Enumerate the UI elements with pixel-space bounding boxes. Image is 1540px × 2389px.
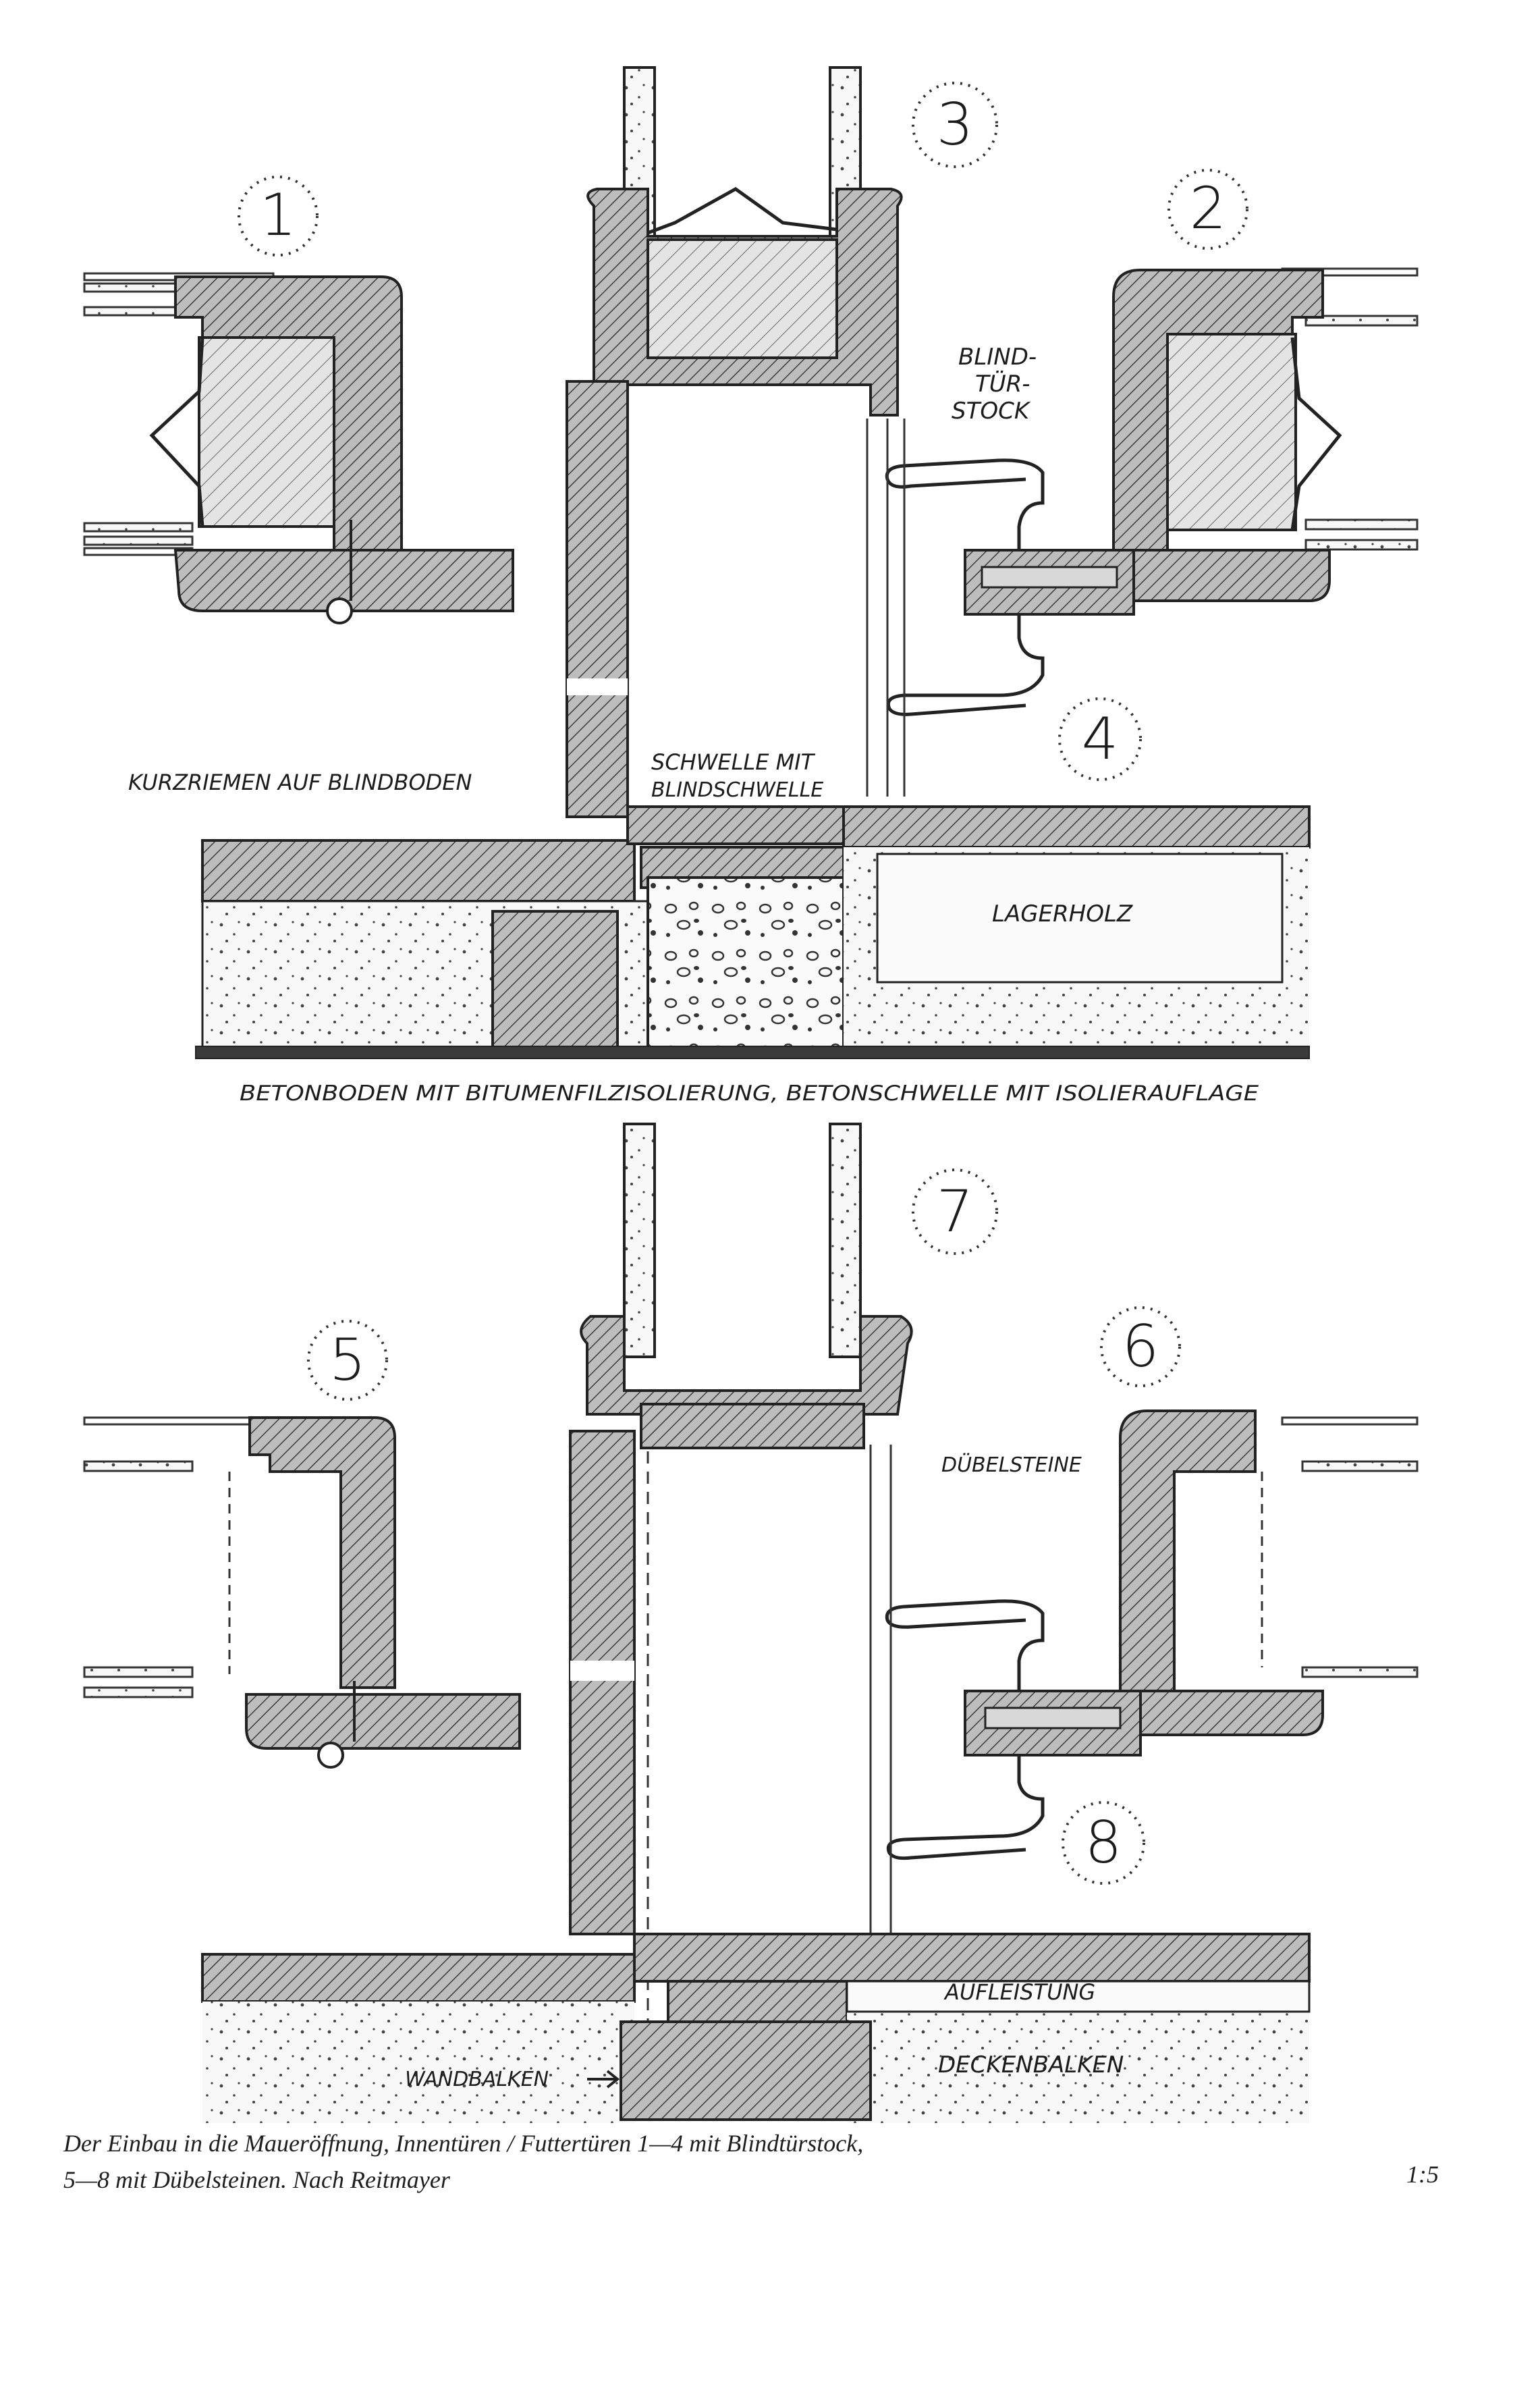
detail-number-5: 5	[329, 1326, 366, 1394]
label-lagerholz: LAGERHOLZ	[992, 901, 1133, 928]
label-duebelsteine: DÜBELSTEINE	[941, 1453, 1082, 1477]
label-betonboden: BETONBODEN MIT BITUMENFILZISOLIERUNG, BE…	[240, 1081, 1259, 1106]
label-wandbalken: WANDBALKEN	[405, 2068, 549, 2091]
scale-label: 1:5	[1406, 2161, 1439, 2188]
detail-number-6: 6	[1122, 1313, 1159, 1380]
detail-number-2: 2	[1190, 175, 1227, 242]
floor-top	[195, 805, 1311, 1059]
bottom-section	[83, 1123, 1419, 2123]
label-aufleistung: AUFLEISTUNG	[943, 1979, 1095, 2005]
wall-left-top	[83, 272, 514, 624]
detail-number-3: 3	[937, 91, 974, 159]
wall-right-top	[885, 267, 1419, 716]
detail-numbers: 1 2 3 4 5 6 7 8	[260, 91, 1227, 1877]
detail-number-circles	[238, 82, 1248, 1885]
detail-number-4: 4	[1082, 705, 1119, 773]
figure-caption: Der Einbau in die Maueröffnung, Innentür…	[63, 2125, 1481, 2198]
detail-number-1: 1	[260, 182, 297, 249]
label-blind-tuer-stock-1: BLIND-	[958, 344, 1037, 371]
label-schwelle: SCHWELLE MIT	[651, 749, 816, 775]
label-deckenbalken: DECKENBALKEN	[938, 2051, 1124, 2078]
floor-bottom	[201, 1933, 1311, 2123]
caption-line-1: Der Einbau in die Maueröffnung, Innentür…	[63, 2130, 864, 2157]
wandbalken-arrow	[587, 2070, 620, 2089]
drawing-labels: BLIND- TÜR- STOCK SCHWELLE MIT BLINDSCHW…	[128, 344, 1259, 2091]
label-blind-tuer-stock-3: STOCK	[952, 398, 1031, 425]
wall-left-bottom	[83, 1416, 521, 1769]
wall-right-bottom	[885, 1410, 1419, 1860]
label-kurzriemen: KURZRIEMEN AUF BLINDBODEN	[128, 770, 472, 795]
detail-number-7: 7	[937, 1178, 974, 1245]
wall-center-top	[566, 66, 906, 818]
wall-center-bottom	[569, 1123, 913, 2106]
detail-number-8: 8	[1085, 1809, 1122, 1877]
label-blind-tuer-stock-2: TÜR-	[975, 370, 1030, 398]
top-section	[83, 66, 1419, 1059]
caption-line-2: 5—8 mit Dübelsteinen. Nach Reitmayer	[63, 2166, 450, 2193]
label-blindschwelle: BLINDSCHWELLE	[651, 778, 823, 802]
